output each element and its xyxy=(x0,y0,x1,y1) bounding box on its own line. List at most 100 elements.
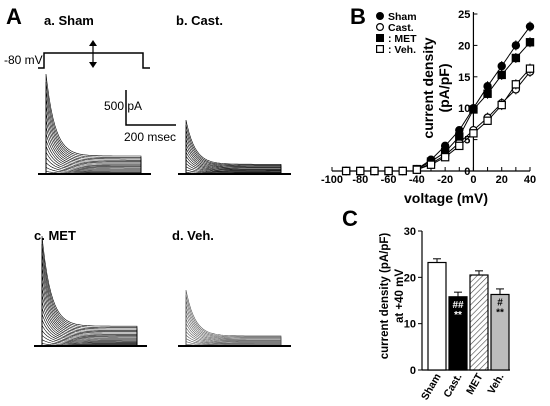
bar-y-tick-label: 30 xyxy=(404,226,416,238)
current-sweep xyxy=(36,235,145,347)
iv-data-point xyxy=(398,166,407,176)
iv-x-tick-label: -60 xyxy=(381,174,397,186)
bar-veh xyxy=(490,293,510,371)
current-sweep xyxy=(36,273,145,347)
iv-data-point xyxy=(511,41,521,50)
current-sweep xyxy=(36,251,145,347)
iv-data-point xyxy=(412,165,422,174)
current-sweep xyxy=(40,156,149,175)
current-trace-sham xyxy=(38,73,151,175)
current-sweep xyxy=(40,151,149,175)
current-trace-cast xyxy=(178,119,291,175)
current-sweep xyxy=(180,119,289,175)
bar-y-tick-label: 20 xyxy=(404,272,416,284)
iv-y-axis-label-line1: current density xyxy=(420,37,436,138)
current-sweep xyxy=(40,166,149,175)
current-sweep xyxy=(180,330,289,347)
bar-data-marks: Sham##**Cast.MET#**Veh. xyxy=(419,258,510,403)
iv-x-tick-label: -100 xyxy=(321,174,343,186)
bar-cast xyxy=(448,296,468,371)
panel-c-letter: C xyxy=(342,206,358,231)
current-sweep xyxy=(40,73,149,175)
iv-data-point xyxy=(376,12,385,21)
current-sweep xyxy=(180,124,289,175)
iv-data-point xyxy=(356,166,365,176)
iv-y-tick-label: 5 xyxy=(464,135,470,147)
iv-data-point xyxy=(469,105,478,114)
panel-a: A a. Sham b. Cast. c. MET d. Veh. -80 mV… xyxy=(4,4,291,347)
iv-data-point xyxy=(525,38,535,47)
bar-significance-mark: ** xyxy=(496,307,504,318)
current-sweep xyxy=(40,145,149,175)
current-sweep xyxy=(180,309,289,347)
bar-y-axis-label-line2: at +40 mV xyxy=(394,269,406,323)
current-sweep xyxy=(36,266,145,347)
panel-c: C current density (pA/pF) at +40 mV 0102… xyxy=(342,206,510,402)
iv-y-tick-label: 0 xyxy=(464,166,470,178)
iv-legend-label: Cast. xyxy=(388,22,414,34)
scale-bar xyxy=(125,90,176,126)
iv-data-point xyxy=(376,33,385,42)
current-sweep xyxy=(180,300,289,347)
current-sweep xyxy=(180,139,289,175)
current-sweep xyxy=(36,281,145,347)
iv-data-point xyxy=(455,141,464,151)
scale-bar-current-label: 500 pA xyxy=(104,99,142,113)
current-sweep xyxy=(180,129,289,175)
iv-legend-label: : Veh. xyxy=(388,44,416,56)
current-sweep xyxy=(40,139,149,175)
iv-data-point xyxy=(511,53,521,63)
trace-label-sham: a. Sham xyxy=(44,13,94,28)
current-sweep xyxy=(180,318,289,347)
iv-x-tick-label: 0 xyxy=(470,174,476,186)
bar-y-tick-label: 10 xyxy=(404,319,416,331)
iv-x-tick-label: -40 xyxy=(409,174,425,186)
iv-data-point xyxy=(483,116,492,125)
iv-data-point xyxy=(497,61,506,71)
iv-x-tick-label: 20 xyxy=(496,174,508,186)
iv-data-point xyxy=(341,166,351,176)
iv-x-tick-label: -80 xyxy=(352,174,368,186)
current-sweep xyxy=(40,97,149,175)
trace-label-met: c. MET xyxy=(34,228,76,243)
current-sweep xyxy=(36,243,145,347)
bar-sham xyxy=(427,261,447,371)
trace-label-cast: b. Cast. xyxy=(176,13,223,28)
current-sweep xyxy=(180,314,289,347)
iv-data-point xyxy=(426,160,436,169)
bar-category-label: Sham xyxy=(419,372,444,403)
current-sweep xyxy=(40,126,149,175)
iv-data-point xyxy=(384,166,393,176)
current-sweep xyxy=(40,105,149,175)
panel-a-letter: A xyxy=(6,4,22,29)
iv-y-tick-label: 20 xyxy=(458,40,470,52)
current-sweep xyxy=(180,151,289,175)
current-sweep xyxy=(180,334,289,347)
iv-data-point xyxy=(525,64,535,73)
current-sweep xyxy=(36,334,145,347)
current-sweep xyxy=(40,112,149,175)
current-sweep xyxy=(36,287,145,347)
iv-x-tick-label: -20 xyxy=(437,174,453,186)
iv-data-point xyxy=(455,132,464,141)
iv-data-point xyxy=(469,129,478,138)
current-sweep xyxy=(36,329,145,347)
panel-b-letter: B xyxy=(350,4,366,29)
iv-data-point xyxy=(525,22,535,31)
bar-category-label: MET xyxy=(464,371,486,397)
holding-potential-label: -80 mV xyxy=(4,53,43,67)
iv-legend-label: : MET xyxy=(388,33,417,45)
scale-bar-time-label: 200 msec xyxy=(124,130,176,144)
current-sweep xyxy=(180,143,289,175)
current-sweep xyxy=(180,155,289,175)
iv-data-point xyxy=(483,89,492,98)
current-sweep xyxy=(180,158,289,175)
panel-b: B current density (pA/pF) voltage (mV) -… xyxy=(321,4,536,206)
iv-data-point xyxy=(511,80,521,89)
current-sweep xyxy=(180,326,289,347)
current-sweep xyxy=(36,259,145,347)
